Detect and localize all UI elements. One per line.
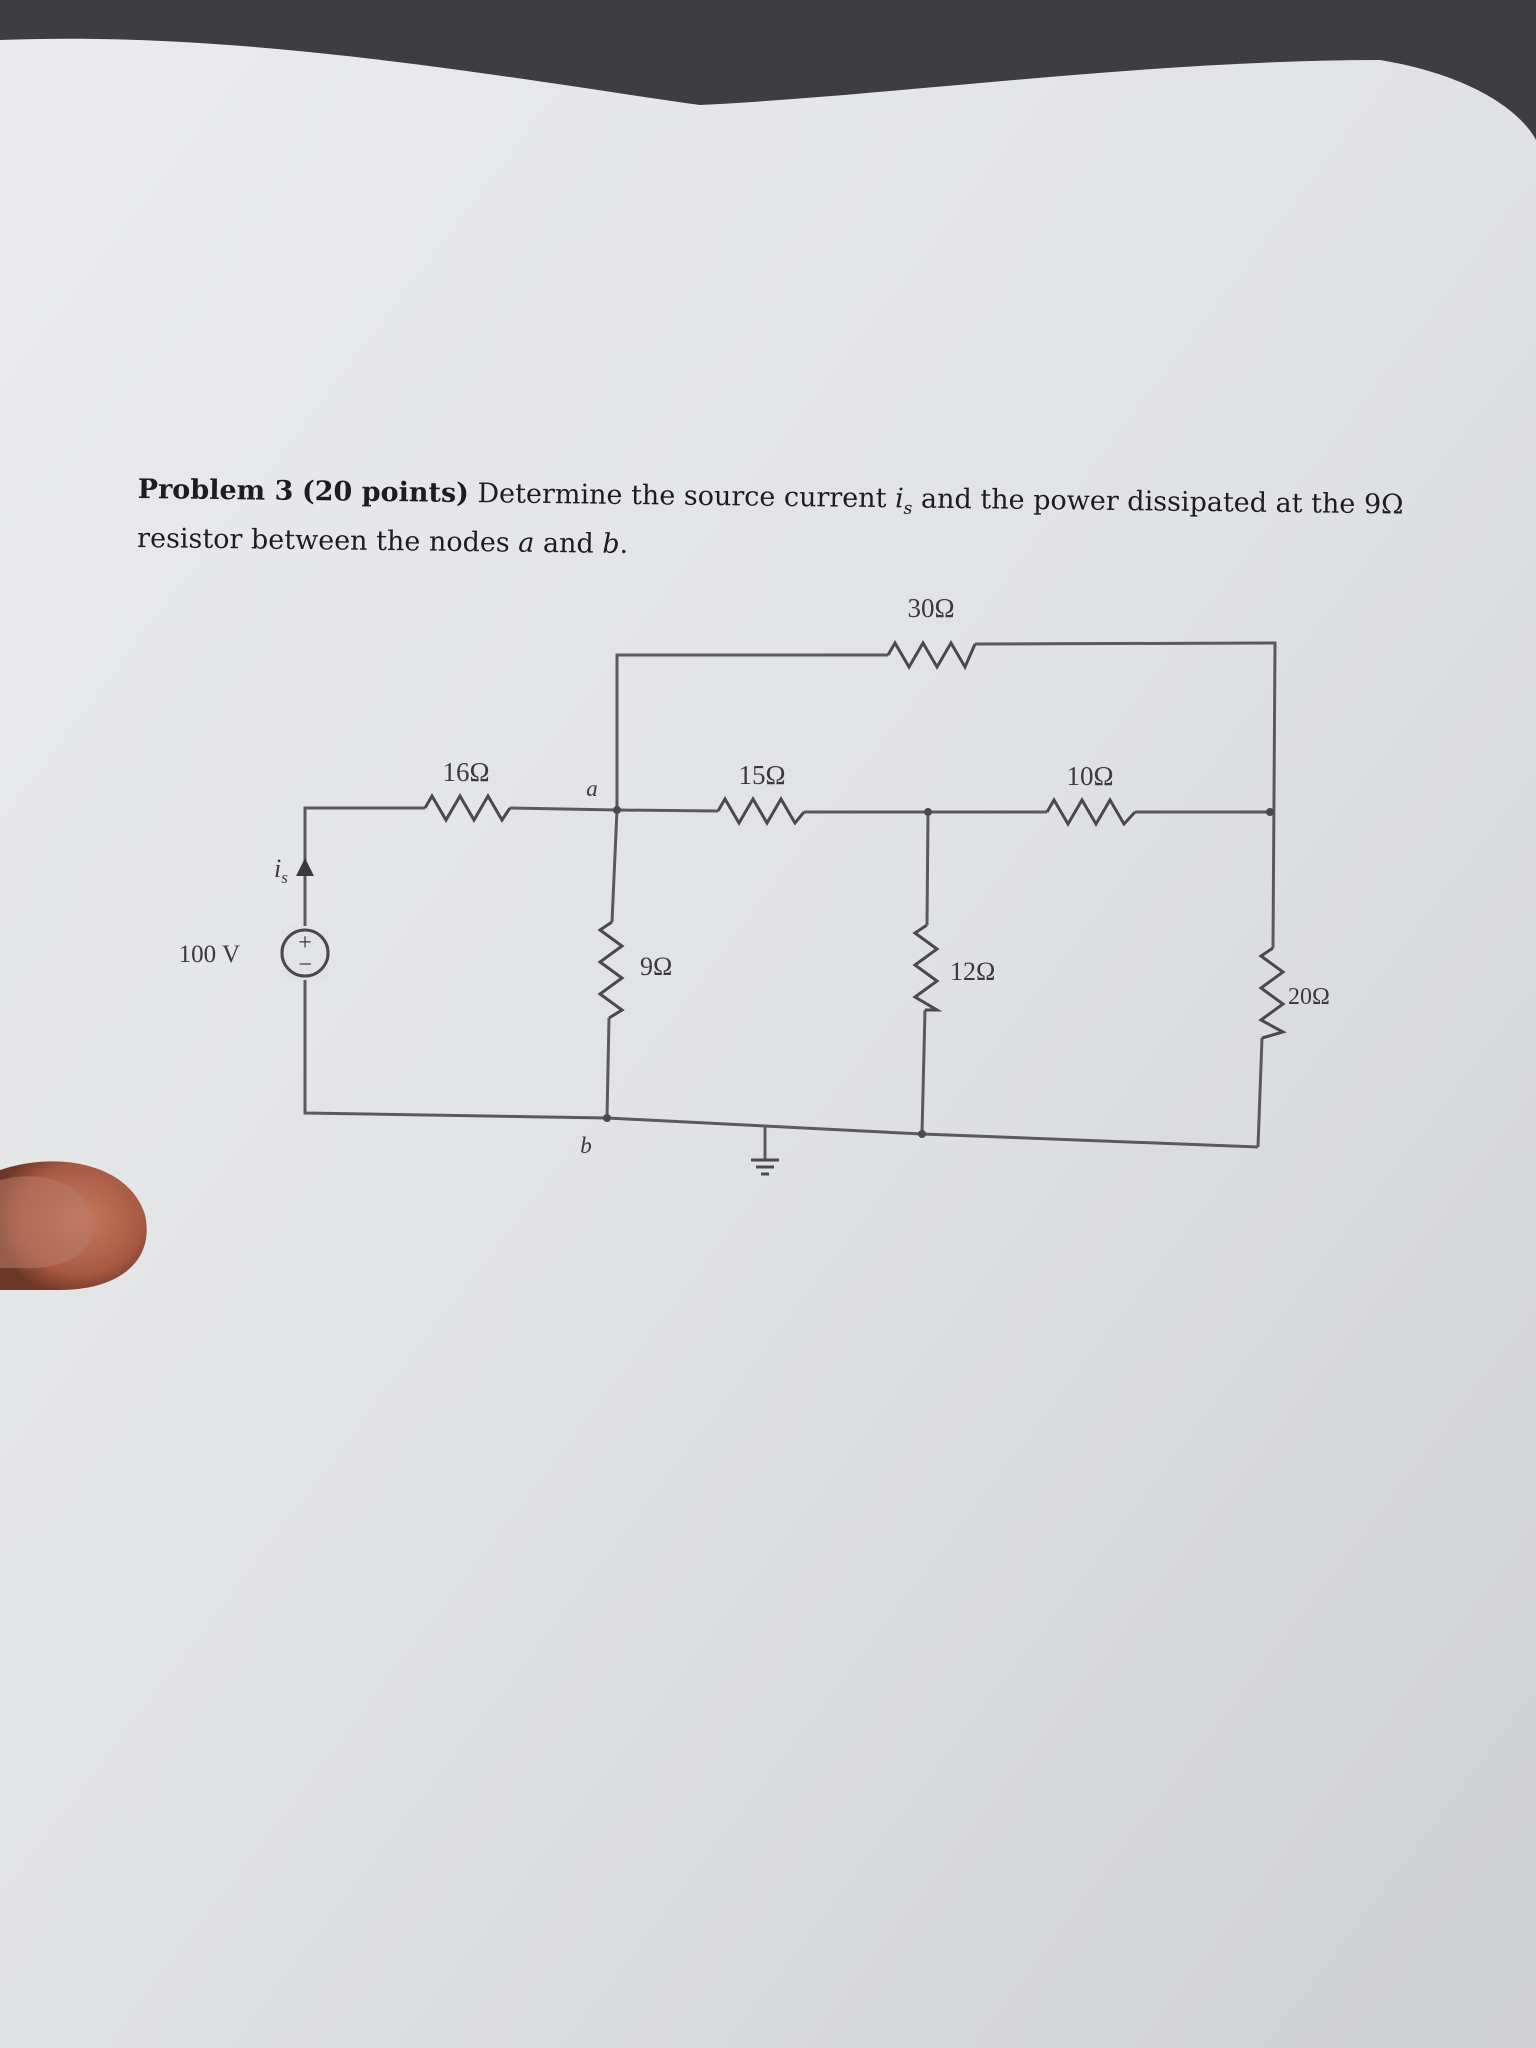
problem-text-1: Determine the source current [477,478,887,515]
label-10ohm: 10Ω [1066,761,1113,791]
resistor-20ohm [1258,946,1287,1040]
arrow-up-icon [296,858,314,876]
wire-node-12-to-12ohm [925,811,930,926]
problem-and: and [542,528,594,560]
wire-16ohm-to-node-a [509,806,618,812]
wire-20ohm-to-bottom [1256,1037,1264,1148]
label-15ohm: 15Ω [738,760,785,790]
resistor-16ohm [423,793,512,823]
wire-top-left [615,653,888,810]
source-plus: + [298,930,312,956]
resistor-15ohm [716,796,806,826]
node-12-bottom-dot [918,1130,926,1138]
wire-9ohm-to-node-b [605,1017,611,1119]
resistor-30ohm [886,640,977,671]
source-minus: − [298,952,312,978]
problem-var-is: is [894,483,913,519]
node-right-dot [1266,808,1274,816]
circuit-diagram: + − 100 V is 16Ω a 15Ω 30Ω 10Ω 9Ω 12Ω 20… [179,593,1330,1176]
label-16ohm: 16Ω [442,757,489,787]
node-12-top-dot [924,808,932,816]
source-voltage-label: 100 V [179,941,240,968]
fingernail [0,1176,94,1269]
problem-points: (20 points) [301,476,470,510]
resistor-9ohm [597,920,625,1020]
node-b-dot [603,1114,611,1122]
node-a-label: a [586,776,598,801]
problem-node-b: b [602,529,620,561]
paper-sheet [0,38,1536,2048]
problem-heading: Problem 3 [137,473,294,507]
resistor-10ohm [1045,797,1137,827]
label-30ohm: 30Ω [907,593,954,623]
label-20ohm: 20Ω [1288,984,1330,1010]
problem-statement: Problem 3 (20 points) Determine the sour… [137,470,1428,575]
resistor-12ohm [912,923,943,1012]
problem-end: . [619,529,629,561]
problem-node-a: a [518,528,535,560]
voltage-source-ring [280,928,330,978]
wire-12ohm-to-bottom [920,1009,927,1135]
label-9ohm: 9Ω [640,952,672,981]
current-label: is [274,854,288,887]
node-b-label: b [580,1133,592,1158]
wire-top-right [974,641,1277,949]
label-12ohm: 12Ω [950,957,995,986]
wire-node-a-to-9ohm [610,809,619,923]
ground-icon [751,1158,779,1176]
node-a-dot [613,806,621,814]
wire-node-a-to-15ohm [616,808,719,813]
